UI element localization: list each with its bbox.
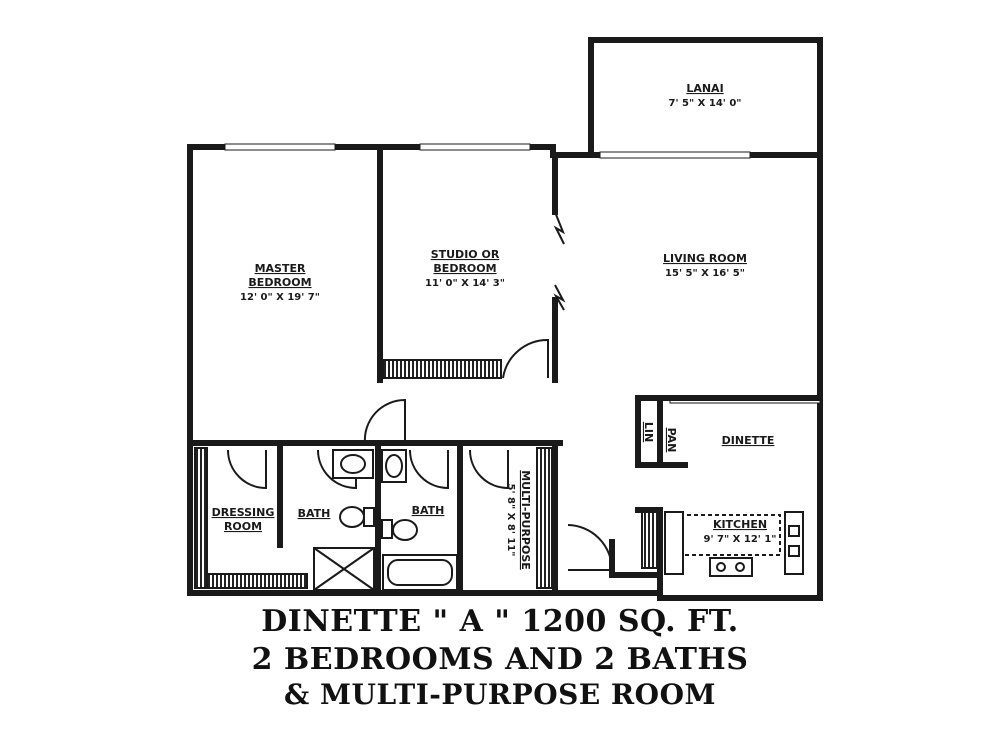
room-bath-1: BATH: [298, 507, 331, 520]
lanai: [588, 37, 823, 158]
dressing-name-1: DRESSING: [212, 506, 275, 519]
kitchen-name: KITCHEN: [713, 518, 767, 531]
room-dressing: DRESSING ROOM: [212, 506, 275, 533]
studio-name-2: BEDROOM: [433, 262, 496, 275]
room-bath-2: BATH: [412, 504, 445, 517]
dressing-name-2: ROOM: [224, 520, 262, 533]
living-name: LIVING ROOM: [663, 252, 747, 265]
caption-bedrooms: 2 BEDROOMS AND 2 BATHS: [251, 642, 749, 677]
studio-dim: 11' 0" X 14' 3": [425, 278, 505, 289]
kitchen-fixtures: [664, 511, 804, 577]
living-dim: 15' 5" X 16' 5": [665, 268, 745, 279]
caption-title: DINETTE " A " 1200 SQ. FT.: [261, 604, 739, 639]
master-name-2: BEDROOM: [248, 276, 311, 289]
room-master-bedroom: MASTER BEDROOM 12' 0" X 19' 7": [240, 262, 320, 303]
multi-name: MULTI-PURPOSE: [519, 470, 532, 570]
multi-dim: 5' 8" X 8' 11": [505, 484, 516, 557]
closet-pan: PAN: [665, 428, 678, 453]
lanai-dim: 7' 5" X 14' 0": [669, 98, 742, 109]
room-living: LIVING ROOM 15' 5" X 16' 5": [663, 252, 747, 279]
room-dinette: DINETTE: [722, 434, 775, 447]
master-dim: 12' 0" X 19' 7": [240, 292, 320, 303]
room-multi-purpose: MULTI-PURPOSE 5' 8" X 8' 11": [505, 470, 532, 570]
closet-lin: LIN: [642, 422, 655, 442]
room-lanai: LANAI 7' 5" X 14' 0": [669, 82, 742, 109]
master-name-1: MASTER: [255, 262, 306, 275]
pan-name: PAN: [665, 428, 678, 453]
doors: [227, 211, 614, 571]
studio-name-1: STUDIO OR: [431, 248, 500, 261]
caption-multi-purpose: & MULTI-PURPOSE ROOM: [284, 678, 716, 711]
lin-name: LIN: [642, 422, 655, 442]
bath1-name: BATH: [298, 507, 331, 520]
bath-fixtures: [313, 449, 458, 591]
room-kitchen: KITCHEN 9' 7" X 12' 1": [704, 518, 777, 545]
dinette-name: DINETTE: [722, 434, 775, 447]
closets: [194, 359, 659, 589]
kitchen-dim: 9' 7" X 12' 1": [704, 534, 777, 545]
room-studio: STUDIO OR BEDROOM 11' 0" X 14' 3": [425, 248, 505, 289]
interior-walls: [189, 144, 823, 601]
lanai-name: LANAI: [686, 82, 723, 95]
bath2-name: BATH: [412, 504, 445, 517]
